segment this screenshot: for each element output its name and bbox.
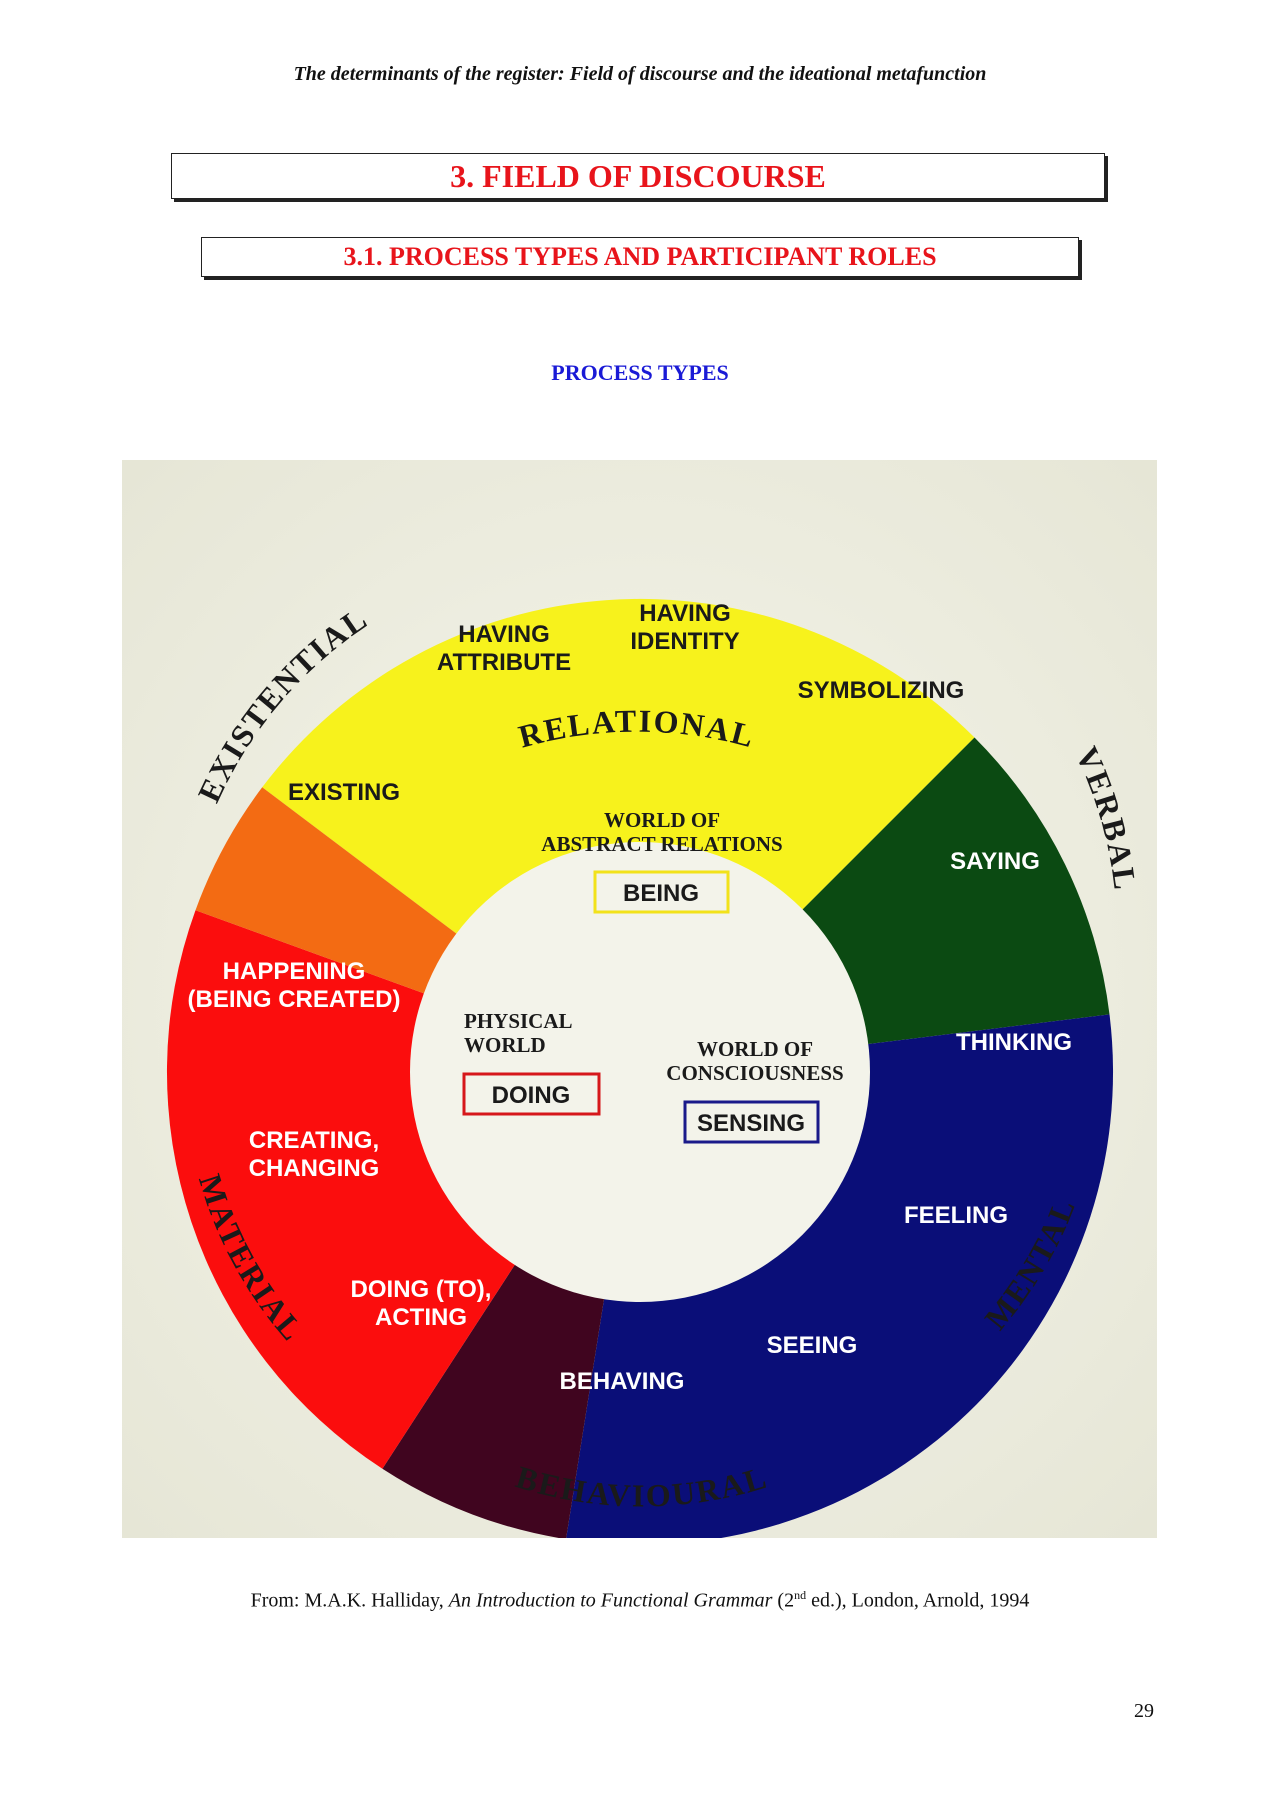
page-number: 29 xyxy=(1134,1700,1154,1722)
section-subtitle: 3.1. PROCESS TYPES AND PARTICIPANT ROLES xyxy=(201,237,1079,277)
label-world-abstract-line1: WORLD OF xyxy=(604,808,720,832)
label-having-attribute-line1: HAVING xyxy=(458,621,550,648)
segment-labels: HAVING ATTRIBUTE HAVING IDENTITY SYMBOLI… xyxy=(188,600,1072,1395)
doing-box xyxy=(462,1072,601,1116)
label-world-abstract-line2: ABSTRACT RELATIONS xyxy=(541,832,782,856)
label-having-identity-line2: IDENTITY xyxy=(630,628,739,655)
process-wheel xyxy=(166,598,1114,1538)
label-having-identity-line1: HAVING xyxy=(639,600,731,627)
label-behaving: BEHAVING xyxy=(560,1368,685,1395)
label-doing-to-line1: DOING (TO), xyxy=(351,1276,492,1303)
center-content: WORLD OF ABSTRACT RELATIONS BEING PHYSIC… xyxy=(462,808,844,1144)
label-happening-line1: HAPPENING xyxy=(223,958,366,985)
label-physical-world-line1: PHYSICAL xyxy=(464,1009,573,1033)
running-header: The determinants of the register: Field … xyxy=(293,63,987,85)
sensing-box xyxy=(683,1100,820,1144)
section-title: 3. FIELD OF DISCOURSE xyxy=(171,153,1105,199)
label-saying: SAYING xyxy=(950,848,1040,875)
label-physical-world-line2: WORLD xyxy=(464,1033,546,1057)
label-existing: EXISTING xyxy=(288,779,400,806)
source-edition-suffix: nd xyxy=(794,1588,807,1602)
label-symbolizing: SYMBOLIZING xyxy=(798,677,965,704)
label-feeling: FEELING xyxy=(904,1202,1008,1229)
label-world-consciousness-line2: CONSCIOUSNESS xyxy=(666,1061,843,1085)
wedge-relational xyxy=(262,598,975,1072)
source-citation: From: M.A.K. Halliday, An Introduction t… xyxy=(0,1588,1280,1613)
label-creating-line1: CREATING, xyxy=(249,1127,379,1154)
label-thinking: THINKING xyxy=(956,1029,1072,1056)
being-box xyxy=(593,870,730,914)
label-doing-to-line2: ACTING xyxy=(375,1304,467,1331)
label-world-consciousness-line1: WORLD OF xyxy=(697,1037,813,1061)
label-having-attribute-line2: ATTRIBUTE xyxy=(437,649,571,676)
label-seeing: SEEING xyxy=(767,1332,858,1359)
label-sensing: SENSING xyxy=(697,1110,805,1137)
source-edition: (2 xyxy=(772,1589,795,1612)
label-doing: DOING xyxy=(492,1082,571,1109)
label-happening-line2: (BEING CREATED) xyxy=(188,986,401,1013)
center-circle xyxy=(410,842,870,1302)
source-publisher: ed.), London, Arnold, 1994 xyxy=(806,1589,1030,1612)
diagram-heading: PROCESS TYPES xyxy=(551,360,729,385)
label-creating-line2: CHANGING xyxy=(249,1155,380,1182)
label-being: BEING xyxy=(623,880,699,907)
source-prefix: From: M.A.K. Halliday, xyxy=(250,1589,449,1612)
process-types-diagram: RELATIONAL EXISTENTIAL VERBAL MATERIAL M… xyxy=(122,460,1157,1538)
source-book-title: An Introduction to Functional Grammar xyxy=(448,1589,773,1612)
